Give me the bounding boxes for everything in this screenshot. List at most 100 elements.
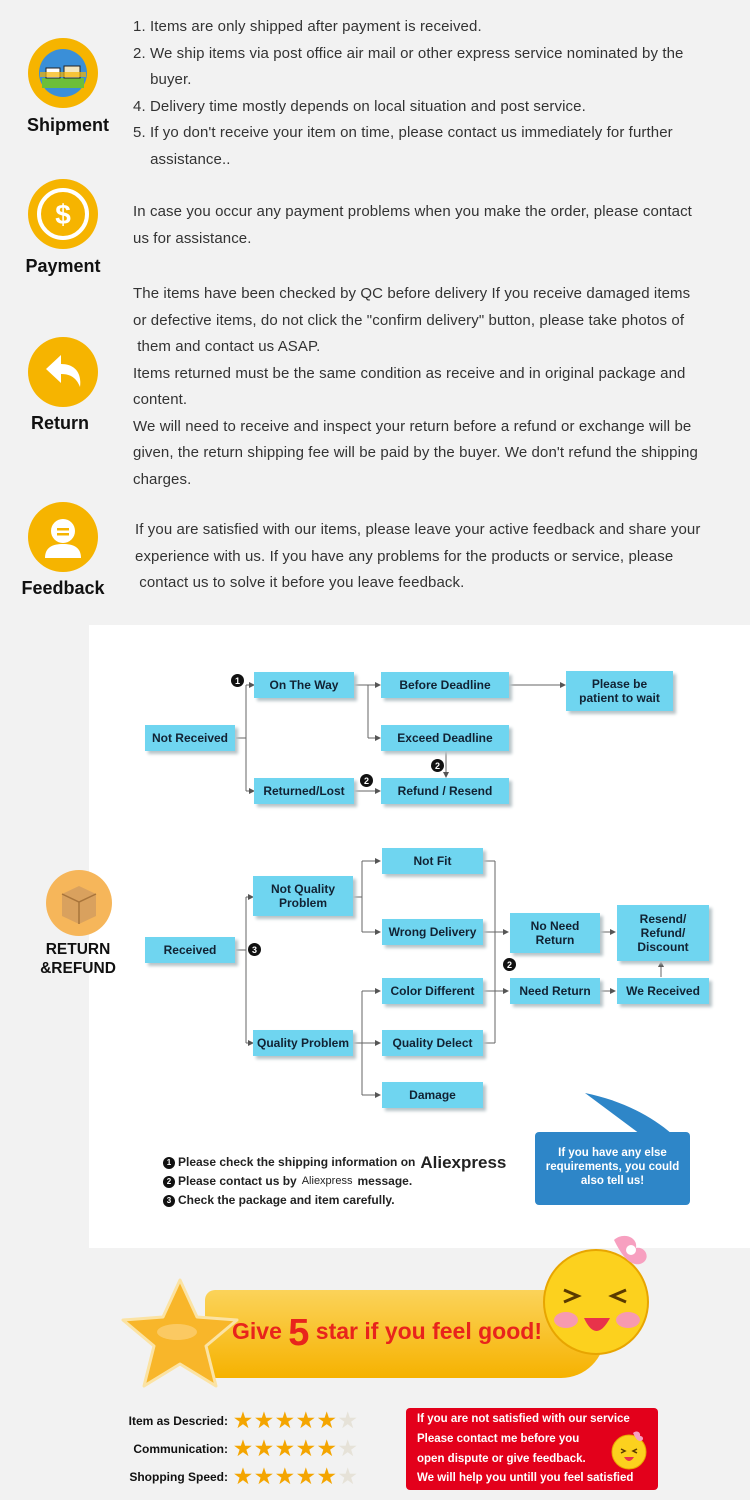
- star-icon: ★: [234, 1466, 252, 1488]
- shipment-line: buyer.: [133, 71, 192, 88]
- aliexpress-brand: Aliexpress: [420, 1153, 507, 1172]
- flow-box-resend-refund: Resend/ Refund/ Discount: [617, 905, 709, 961]
- star-icon: ★: [254, 1466, 273, 1488]
- step-marker-2: 2: [503, 958, 516, 971]
- return-text: The items have been checked by QC before…: [133, 281, 743, 493]
- banner-text-post: star if you feel good!: [309, 1318, 542, 1344]
- flow-box-no-need-return: No Need Return: [510, 913, 600, 953]
- star-icon: ★: [296, 1410, 315, 1432]
- rating-shopping-speed: Shopping Speed: ★★★★★★: [118, 1464, 360, 1489]
- return-refund-label: RETURN &REFUND: [30, 940, 126, 978]
- note-text: message.: [357, 1174, 413, 1188]
- feedback-label: Feedback: [21, 578, 105, 598]
- step-marker-2: 2: [163, 1175, 175, 1188]
- return-line: them and contact us ASAP.: [133, 338, 321, 355]
- flow-box-refund-resend: Refund / Resend: [381, 778, 509, 804]
- return-line: The items have been checked by QC before…: [133, 285, 691, 302]
- feedback-person-icon: [28, 502, 98, 572]
- star-icon: ★: [275, 1410, 294, 1432]
- dollar-icon: $: [28, 179, 98, 249]
- star-icon: ★: [317, 1466, 336, 1488]
- flow-box-returned-lost: Returned/Lost: [254, 778, 354, 804]
- return-refund-line: &REFUND: [40, 960, 116, 977]
- return-line: given, the return shipping fee will be p…: [133, 444, 698, 461]
- feedback-text: If you are satisfied with our items, ple…: [135, 517, 745, 597]
- aliexpress-brand: Aliexpress: [301, 1175, 353, 1187]
- notice-line: Please contact me before you: [417, 1432, 580, 1445]
- star-icon: ★: [296, 1466, 315, 1488]
- return-line: Items returned must be the same conditio…: [133, 364, 686, 382]
- rating-item-as-described: Item as Descried: ★★★★★★: [118, 1408, 360, 1433]
- shipment-line: 4. Delivery time mostly depends on local…: [133, 97, 586, 115]
- flow-box-received: Received: [145, 937, 235, 963]
- star-icon: ★: [234, 1438, 252, 1460]
- star-icon: ★: [275, 1466, 294, 1488]
- step-marker-1: 1: [231, 674, 244, 687]
- rating-label: Item as Descried:: [128, 1413, 228, 1428]
- star-icon: ★: [296, 1438, 315, 1460]
- return-line: or defective items, do not click the "co…: [133, 311, 685, 329]
- notice-line: If you are not satisfied with our servic…: [417, 1413, 630, 1425]
- shipment-line: 2. We ship items via post office air mai…: [133, 44, 684, 62]
- return-label: Return: [31, 413, 89, 433]
- box-package-icon: [46, 870, 112, 936]
- notice-line: We will help you untill you feel satisfi…: [417, 1472, 634, 1485]
- note-row: 3 Check the package and item carefully.: [163, 1191, 506, 1210]
- return-refund-line: RETURN: [45, 941, 111, 958]
- flow-box-quality-problem: Quality Problem: [253, 1030, 353, 1056]
- return-line: charges.: [133, 470, 192, 488]
- flow-box-on-the-way: On The Way: [254, 672, 354, 698]
- flow-box-not-received: Not Received: [145, 725, 235, 751]
- star-icon: ★: [338, 1466, 357, 1488]
- payment-line: us for assistance.: [133, 229, 252, 247]
- shipment-line: 5. If yo don't receive your item on time…: [133, 124, 673, 141]
- shipment-line: 1. Items are only shipped after payment …: [133, 18, 482, 35]
- rating-label: Communication:: [133, 1441, 228, 1456]
- flow-box-quality-defect: Quality Delect: [382, 1030, 483, 1056]
- requirements-bubble: If you have any else requirements, you c…: [535, 1132, 690, 1205]
- flow-box-damage: Damage: [382, 1082, 483, 1108]
- star-icon: ★: [275, 1438, 294, 1460]
- step-marker-3: 3: [248, 943, 261, 956]
- step-marker-2: 2: [431, 759, 444, 772]
- rating-communication: Communication: ★★★★★★: [118, 1436, 360, 1461]
- rating-label: Shopping Speed:: [129, 1469, 228, 1484]
- shipment-icon: [28, 38, 98, 108]
- star-icon: ★: [254, 1410, 273, 1432]
- flow-box-not-fit: Not Fit: [382, 848, 483, 874]
- shipment-line: assistance..: [133, 150, 231, 168]
- small-smiley-icon: [611, 1431, 647, 1470]
- return-line: We will need to receive and inspect your…: [133, 417, 692, 435]
- star-badge-icon: [121, 1278, 239, 1388]
- note-row: 1 Please check the shipping information …: [163, 1153, 506, 1172]
- svg-text:$: $: [55, 199, 71, 230]
- feedback-line: contact us to solve it before you leave …: [135, 574, 465, 591]
- flow-box-need-return: Need Return: [510, 978, 600, 1004]
- flow-box-wrong-delivery: Wrong Delivery: [382, 919, 483, 945]
- banner-text-pre: Give: [232, 1318, 289, 1344]
- note-text: Please contact us by: [178, 1174, 297, 1188]
- banner-five: 5: [288, 1312, 310, 1354]
- step-marker-2: 2: [360, 774, 373, 787]
- service-notice: If you are not satisfied with our servic…: [406, 1408, 658, 1490]
- notice-line: open dispute or give feedback.: [417, 1452, 586, 1465]
- step-marker-3: 3: [163, 1194, 175, 1207]
- flow-box-exceed-deadline: Exceed Deadline: [381, 725, 509, 751]
- step-marker-1: 1: [163, 1156, 175, 1169]
- feedback-line: If you are satisfied with our items, ple…: [135, 521, 701, 538]
- star-icon: ★: [234, 1410, 252, 1432]
- star-icon: ★: [254, 1438, 273, 1460]
- five-star-banner: [205, 1290, 605, 1378]
- note-text: Check the package and item carefully.: [178, 1193, 395, 1207]
- feedback-line: experience with us. If you have any prob…: [135, 547, 674, 565]
- star-icon: ★: [338, 1438, 357, 1460]
- flow-box-before-deadline: Before Deadline: [381, 672, 509, 698]
- flow-box-not-quality: Not Quality Problem: [253, 876, 353, 916]
- star-icon: ★: [317, 1410, 336, 1432]
- star-icon: ★: [317, 1438, 336, 1460]
- flow-box-we-received: We Received: [617, 978, 709, 1004]
- return-arrow-icon: [28, 337, 98, 407]
- shipment-label: Shipment: [26, 115, 109, 135]
- note-row: 2 Please contact us by Aliexpress messag…: [163, 1172, 506, 1191]
- return-line: content.: [133, 391, 188, 408]
